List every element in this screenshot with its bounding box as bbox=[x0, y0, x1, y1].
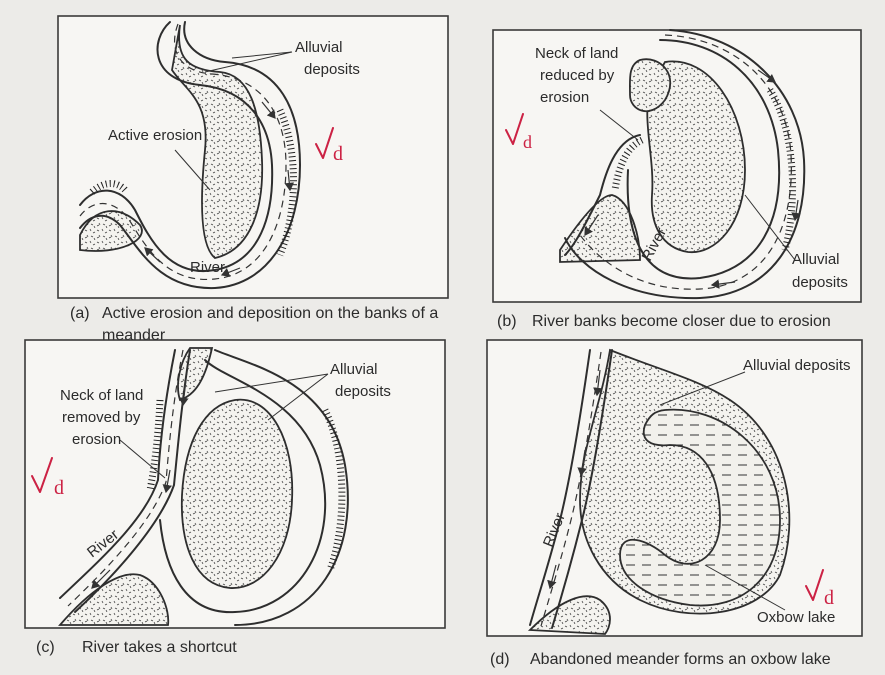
label-deposits: deposits bbox=[792, 274, 848, 291]
alluvial-deposit-shape bbox=[182, 400, 292, 588]
label-deposits: deposits bbox=[335, 383, 391, 400]
label-oxbow-lake: Oxbow lake bbox=[757, 609, 835, 626]
caption-text: Abandoned meander forms an oxbow lake bbox=[530, 651, 831, 668]
label-deposits: deposits bbox=[304, 61, 360, 78]
tick-letter: d bbox=[824, 587, 834, 609]
panel-b: Neck of land reduced by erosion River Al… bbox=[493, 30, 861, 330]
caption-text: Active erosion and deposition on the ban… bbox=[102, 305, 438, 322]
panel-a: Alluvial deposits Active erosion River d… bbox=[58, 16, 448, 344]
tick-letter: d bbox=[54, 477, 64, 499]
caption-letter: (c) bbox=[36, 639, 55, 656]
tick-letter: d bbox=[523, 132, 532, 152]
label-alluvial: Alluvial bbox=[330, 361, 378, 378]
label-removed-by: removed by bbox=[62, 409, 141, 426]
label-active-erosion: Active erosion bbox=[108, 127, 202, 144]
panel-d: Alluvial deposits River Oxbow lake d (d)… bbox=[487, 340, 862, 668]
label-neck-of-land: Neck of land bbox=[535, 45, 618, 62]
caption-letter: (b) bbox=[497, 313, 517, 330]
label-reduced-by: reduced by bbox=[540, 67, 615, 84]
label-erosion: erosion bbox=[540, 89, 589, 106]
tick-letter: d bbox=[333, 143, 343, 165]
panel-c: Alluvial deposits Neck of land removed b… bbox=[25, 340, 445, 656]
label-river: River bbox=[190, 259, 225, 276]
label-alluvial-deposits: Alluvial deposits bbox=[743, 357, 851, 374]
caption-letter: (a) bbox=[70, 305, 90, 322]
caption-text: River banks become closer due to erosion bbox=[532, 313, 831, 330]
label-alluvial: Alluvial bbox=[295, 39, 343, 56]
caption-letter: (d) bbox=[490, 651, 510, 668]
label-alluvial: Alluvial bbox=[792, 251, 840, 268]
label-erosion: erosion bbox=[72, 431, 121, 448]
label-neck-of-land: Neck of land bbox=[60, 387, 143, 404]
caption-text: River takes a shortcut bbox=[82, 639, 237, 656]
